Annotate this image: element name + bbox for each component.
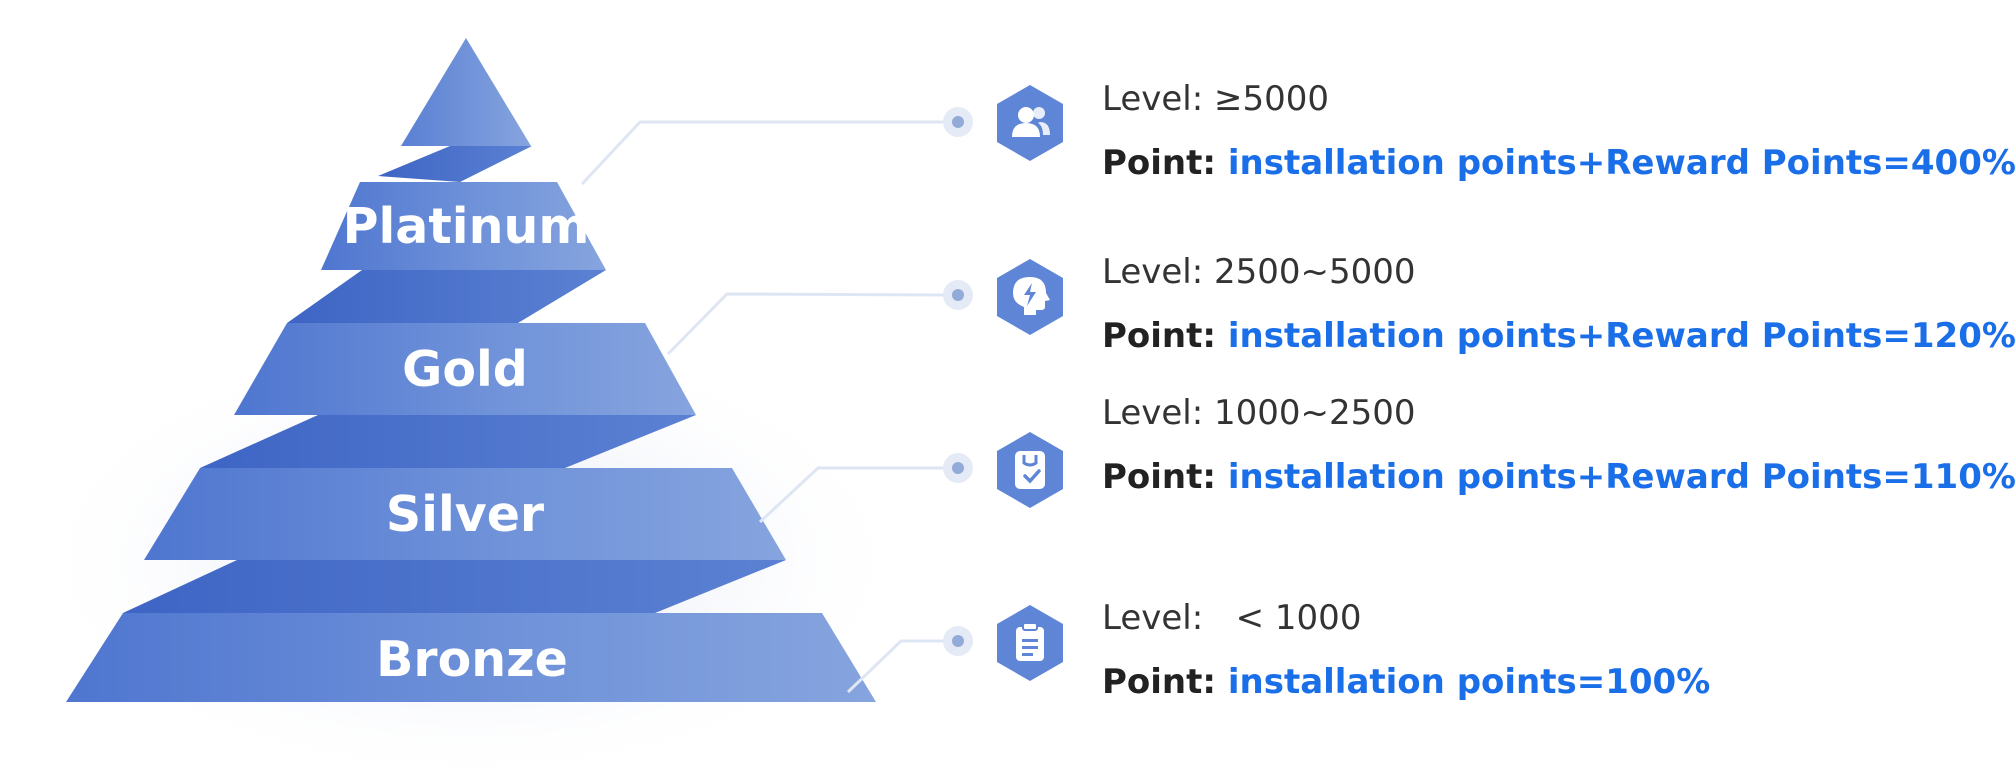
users-icon [997, 85, 1063, 161]
leader-line-gold [666, 292, 946, 356]
band-platinum [321, 182, 606, 270]
point-silver: Point: installation points+Reward Points… [1102, 457, 2016, 497]
point-platinum: Point: installation points+Reward Points… [1102, 143, 2016, 183]
point-label: Point: [1102, 457, 1216, 497]
point-label: Point: [1102, 143, 1216, 183]
point-label: Point: [1102, 662, 1216, 702]
ribbon-connector-1 [378, 146, 532, 182]
tier-label-bronze: Bronze [376, 631, 568, 688]
ribbon-connector-2 [287, 270, 606, 323]
lightning-head-icon [997, 259, 1063, 335]
band-silver [144, 468, 786, 560]
endpoint-dot-silver [943, 453, 973, 483]
leader-line-silver [758, 466, 945, 524]
tier-label-gold: Gold [402, 341, 528, 398]
ribbon-connector-4 [123, 560, 786, 613]
level-platinum: Level: ≥5000 [1102, 79, 1330, 119]
band-bronze [66, 613, 876, 702]
tier-label-platinum: Platinum [343, 198, 590, 255]
point-bronze: Point: installation points=100% [1102, 662, 1710, 702]
point-label: Point: [1102, 316, 1216, 356]
pyramid-tip [401, 38, 531, 146]
badge-check-icon [997, 432, 1063, 508]
endpoint-dot-gold [943, 280, 973, 310]
level-gold: Level: 2500~5000 [1102, 252, 1416, 292]
tier-label-silver: Silver [386, 486, 545, 543]
level-bronze: Level: < 1000 [1102, 598, 1362, 638]
ribbon-connector-3 [200, 415, 696, 468]
point-value: installation points+Reward Points=120% [1227, 316, 2016, 356]
point-value: installation points+Reward Points=110% [1227, 457, 2016, 497]
point-gold: Point: installation points+Reward Points… [1102, 316, 2016, 356]
clipboard-icon [997, 605, 1063, 681]
leader-line-platinum [580, 120, 945, 186]
band-gold [234, 323, 696, 415]
leader-line-bronze [846, 639, 945, 694]
endpoint-dot-bronze [943, 626, 973, 656]
level-silver: Level: 1000~2500 [1102, 393, 1416, 433]
endpoint-dot-platinum [943, 107, 973, 137]
point-value: installation points=100% [1227, 662, 1711, 702]
point-value: installation points+Reward Points=400% [1227, 143, 2016, 183]
